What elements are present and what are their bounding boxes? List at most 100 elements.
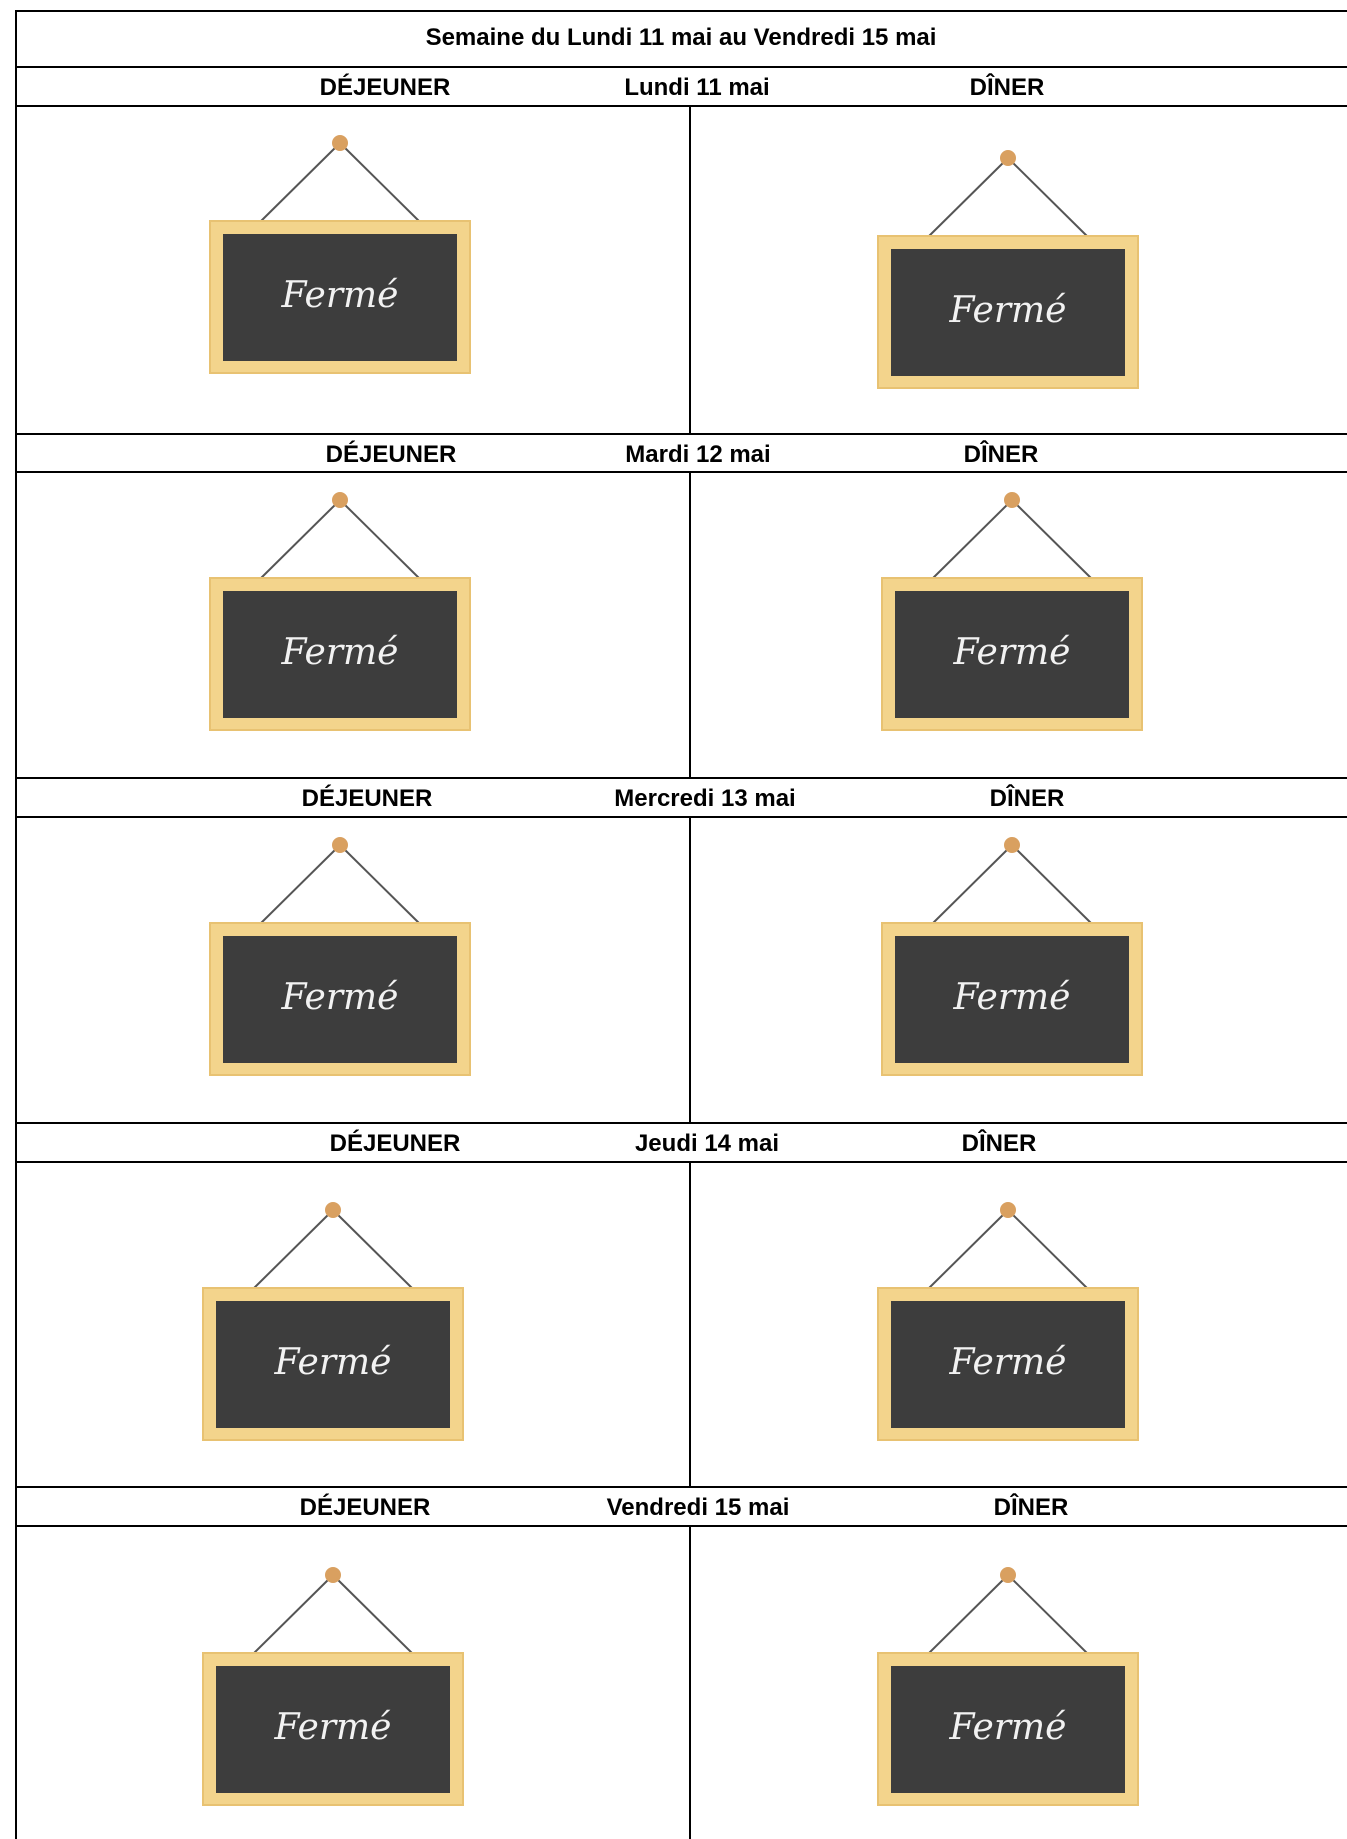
sign-text: Fermé bbox=[949, 290, 1067, 331]
lunch-closed-sign: Fermé bbox=[205, 133, 475, 383]
chalkboard bbox=[223, 234, 457, 361]
divider bbox=[15, 105, 1347, 107]
divider bbox=[15, 471, 1347, 473]
lunch-label: DÉJEUNER bbox=[299, 1494, 431, 1521]
chalkboard bbox=[895, 936, 1129, 1063]
chalkboard-sign-graphic: Fermé bbox=[209, 837, 471, 1076]
nail-icon bbox=[1000, 1567, 1016, 1583]
lunch-closed-sign: Fermé bbox=[198, 1565, 468, 1815]
dinner-closed-sign: Fermé bbox=[877, 490, 1147, 740]
divider bbox=[15, 1161, 1347, 1163]
sign-string bbox=[249, 1209, 334, 1293]
nail-icon bbox=[325, 1202, 341, 1218]
sign-string bbox=[249, 1574, 334, 1658]
lunch-label: DÉJEUNER bbox=[319, 74, 451, 101]
chalkboard-sign-graphic: Fermé bbox=[202, 1202, 464, 1441]
day-label: Jeudi 14 mai bbox=[634, 1130, 780, 1157]
day-header-friday: DÉJEUNER Vendredi 15 mai DÎNER bbox=[15, 1488, 1347, 1526]
sign-string bbox=[1007, 157, 1092, 241]
chalkboard bbox=[223, 591, 457, 718]
sign-text: Fermé bbox=[281, 977, 399, 1018]
nail-icon bbox=[1000, 1202, 1016, 1218]
sign-string bbox=[924, 157, 1009, 241]
column-divider bbox=[689, 1161, 691, 1486]
day-header-wednesday: DÉJEUNER Mercredi 13 mai DÎNER bbox=[15, 779, 1347, 817]
column-divider bbox=[689, 471, 691, 777]
sign-text: Fermé bbox=[953, 632, 1071, 673]
nail-icon bbox=[332, 492, 348, 508]
table-left-border bbox=[15, 10, 17, 1839]
chalkboard bbox=[895, 591, 1129, 718]
sign-string bbox=[928, 844, 1013, 928]
sign-string bbox=[1007, 1574, 1092, 1658]
dinner-closed-sign: Fermé bbox=[873, 1565, 1143, 1815]
sign-string bbox=[339, 499, 424, 583]
day-label: Mercredi 13 mai bbox=[614, 785, 796, 812]
chalkboard bbox=[223, 936, 457, 1063]
dinner-label: DÎNER bbox=[969, 74, 1045, 101]
lunch-closed-sign: Fermé bbox=[198, 1200, 468, 1450]
nail-icon bbox=[1004, 837, 1020, 853]
chalkboard bbox=[891, 249, 1125, 376]
sign-string bbox=[256, 142, 341, 226]
column-divider bbox=[689, 816, 691, 1122]
sign-string bbox=[256, 499, 341, 583]
dinner-label: DÎNER bbox=[989, 785, 1065, 812]
chalkboard-sign-graphic: Fermé bbox=[881, 837, 1143, 1076]
chalkboard bbox=[891, 1301, 1125, 1428]
chalkboard-sign-graphic: Fermé bbox=[209, 135, 471, 374]
divider bbox=[15, 1486, 1347, 1488]
divider bbox=[15, 816, 1347, 818]
lunch-closed-sign: Fermé bbox=[205, 490, 475, 740]
dinner-closed-sign: Fermé bbox=[873, 1200, 1143, 1450]
day-label: Lundi 11 mai bbox=[624, 74, 770, 101]
sign-string bbox=[928, 499, 1013, 583]
day-label: Mardi 12 mai bbox=[625, 441, 771, 468]
table-top-border bbox=[15, 10, 1347, 12]
sign-text: Fermé bbox=[274, 1342, 392, 1383]
nail-icon bbox=[332, 135, 348, 151]
week-title: Semaine du Lundi 11 mai au Vendredi 15 m… bbox=[425, 24, 937, 51]
day-header-tuesday: DÉJEUNER Mardi 12 mai DÎNER bbox=[15, 435, 1347, 473]
chalkboard-sign-graphic: Fermé bbox=[202, 1567, 464, 1806]
sign-text: Fermé bbox=[953, 977, 1071, 1018]
chalkboard-sign-graphic: Fermé bbox=[877, 150, 1139, 389]
weekly-menu-table: Semaine du Lundi 11 mai au Vendredi 15 m… bbox=[15, 10, 1347, 1839]
column-divider bbox=[689, 105, 691, 433]
sign-string bbox=[1011, 499, 1096, 583]
dinner-label: DÎNER bbox=[993, 1494, 1069, 1521]
day-header-monday: DÉJEUNER Lundi 11 mai DÎNER bbox=[15, 68, 1347, 106]
dinner-label: DÎNER bbox=[961, 1130, 1037, 1157]
dinner-closed-sign: Fermé bbox=[873, 148, 1143, 398]
chalkboard bbox=[216, 1301, 450, 1428]
sign-string bbox=[924, 1209, 1009, 1293]
sign-string bbox=[332, 1574, 417, 1658]
chalkboard-sign-graphic: Fermé bbox=[877, 1202, 1139, 1441]
nail-icon bbox=[325, 1567, 341, 1583]
chalkboard-sign-graphic: Fermé bbox=[877, 1567, 1139, 1806]
divider bbox=[15, 66, 1347, 68]
chalkboard-sign-graphic: Fermé bbox=[881, 492, 1143, 731]
nail-icon bbox=[332, 837, 348, 853]
sign-text: Fermé bbox=[281, 632, 399, 673]
lunch-label: DÉJEUNER bbox=[329, 1130, 461, 1157]
day-header-thursday: DÉJEUNER Jeudi 14 mai DÎNER bbox=[15, 1124, 1347, 1162]
lunch-label: DÉJEUNER bbox=[325, 441, 457, 468]
chalkboard bbox=[216, 1666, 450, 1793]
sign-string bbox=[339, 844, 424, 928]
sign-string bbox=[256, 844, 341, 928]
sign-text: Fermé bbox=[281, 275, 399, 316]
dinner-label: DÎNER bbox=[963, 441, 1039, 468]
chalkboard-sign-graphic: Fermé bbox=[209, 492, 471, 731]
lunch-label: DÉJEUNER bbox=[301, 785, 433, 812]
day-label: Vendredi 15 mai bbox=[606, 1494, 790, 1521]
sign-string bbox=[924, 1574, 1009, 1658]
nail-icon bbox=[1004, 492, 1020, 508]
divider bbox=[15, 1122, 1347, 1124]
column-divider bbox=[689, 1525, 691, 1839]
lunch-closed-sign: Fermé bbox=[205, 835, 475, 1085]
sign-string bbox=[339, 142, 424, 226]
divider bbox=[15, 777, 1347, 779]
sign-string bbox=[332, 1209, 417, 1293]
divider bbox=[15, 433, 1347, 435]
